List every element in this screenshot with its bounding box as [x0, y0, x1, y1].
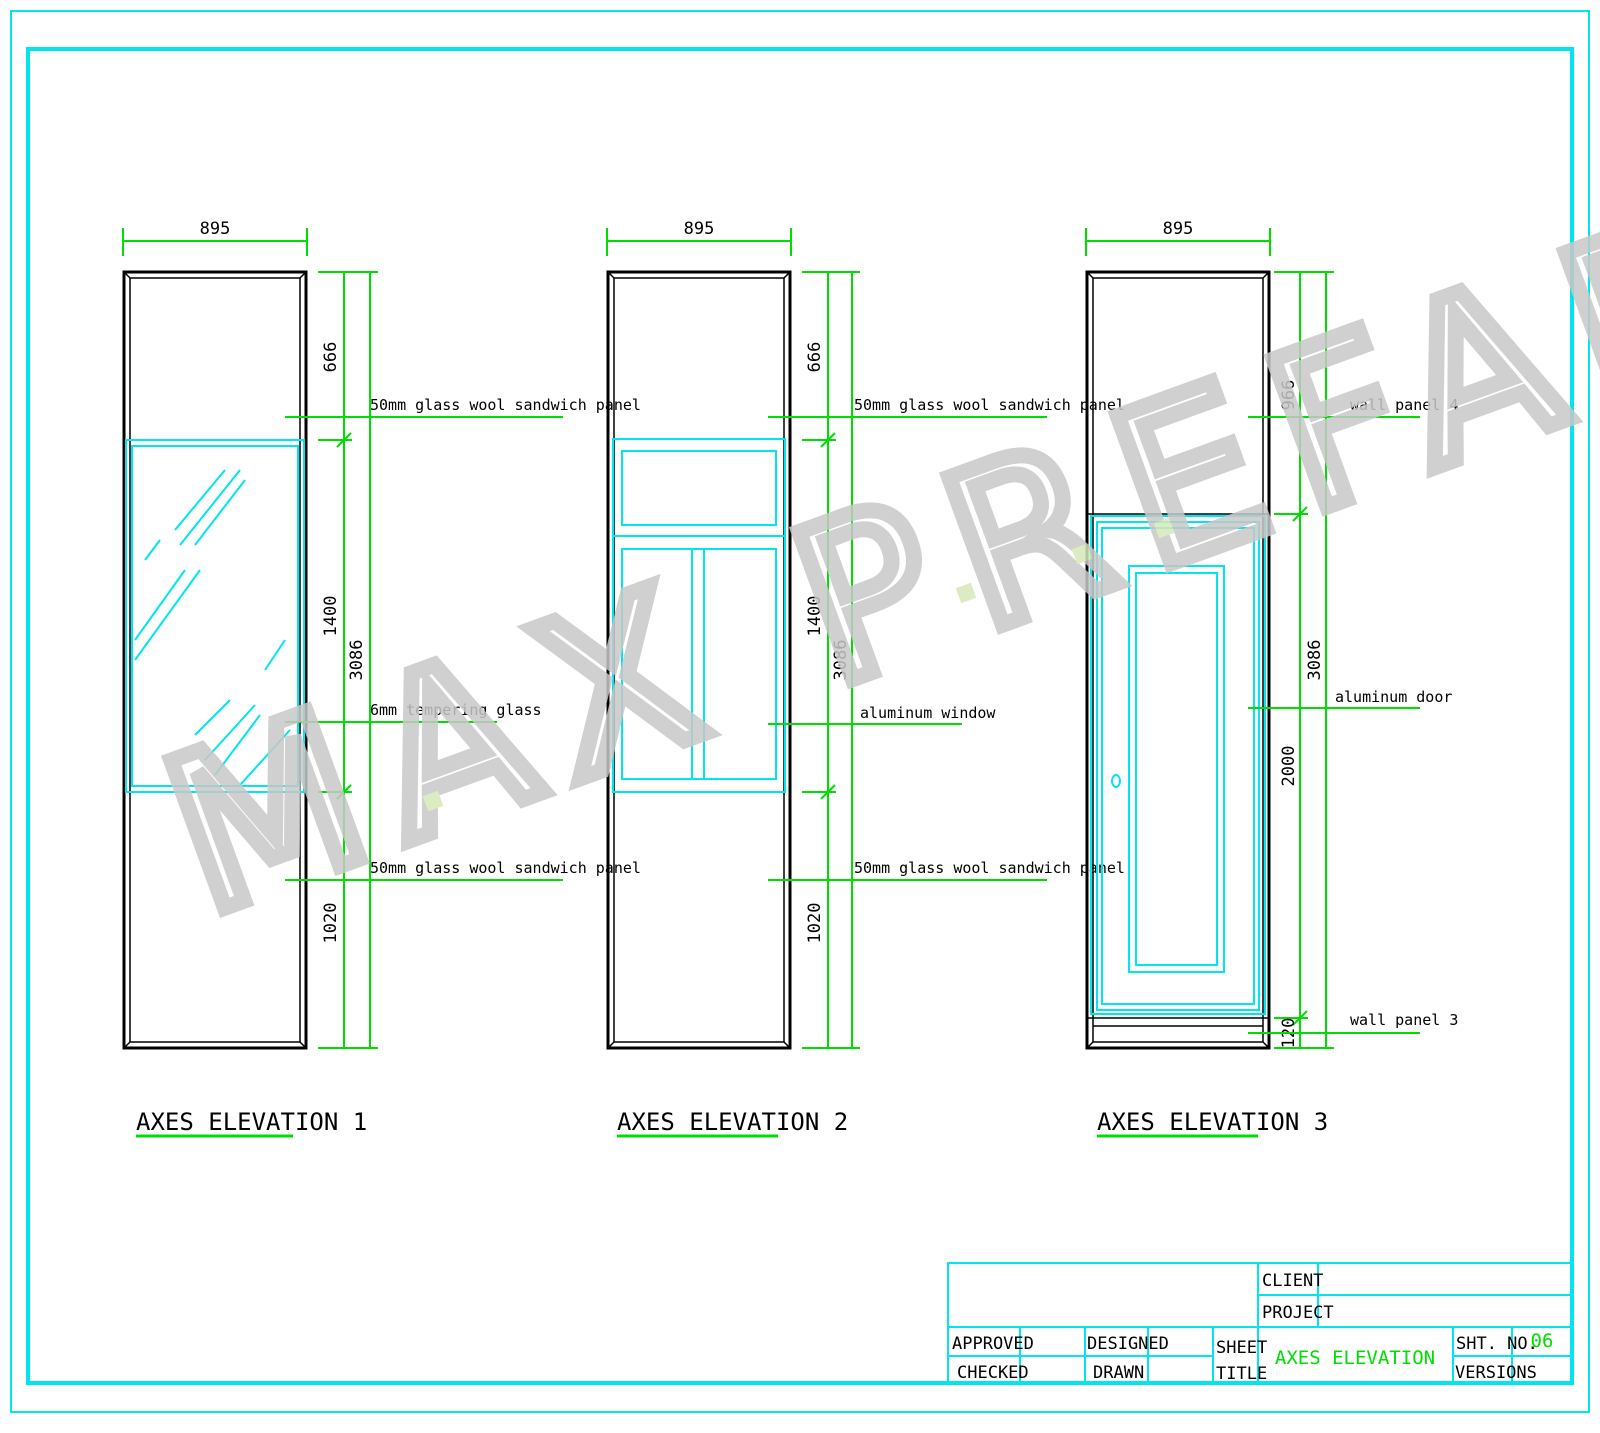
designed-label: DESIGNED [1087, 1334, 1169, 1354]
elevation-3: 895 966 2000 [1085, 219, 1458, 1138]
callout-middle: aluminum door [1335, 688, 1452, 706]
versions-label: VERSIONS [1455, 1363, 1537, 1383]
elevation-1: 895 [122, 219, 641, 1138]
sheet-label: SHEET [1216, 1338, 1267, 1358]
total-dim: 3086 [1305, 640, 1325, 681]
total-dim: 3086 [831, 640, 851, 681]
sht-no-value: 06 [1531, 1330, 1554, 1352]
callout-middle: 6mm tempering glass [370, 701, 542, 719]
section-dim-middle: 1400 [321, 596, 341, 637]
approved-label: APPROVED [952, 1334, 1034, 1354]
width-dim: 895 [200, 219, 231, 239]
sheet-title: AXES ELEVATION [1275, 1347, 1435, 1369]
section-dim-middle: 2000 [1279, 746, 1299, 787]
callout-bottom: wall panel 3 [1350, 1011, 1458, 1029]
project-label: PROJECT [1262, 1303, 1334, 1323]
glass-panel [125, 439, 305, 793]
callout-top: 50mm glass wool sandwich panel [370, 396, 641, 414]
callout-bottom: 50mm glass wool sandwich panel [370, 859, 641, 877]
section-dim-top: 666 [805, 342, 825, 373]
callout-bottom: 50mm glass wool sandwich panel [854, 859, 1125, 877]
checked-label: CHECKED [957, 1363, 1029, 1383]
section-dim-middle: 1400 [805, 596, 825, 637]
inner-border [26, 47, 1574, 1385]
elevation-title: AXES ELEVATION 2 [617, 1108, 848, 1136]
width-dim: 895 [684, 219, 715, 239]
section-dim-bottom: 1020 [321, 903, 341, 944]
elevation-2: 895 666 1400 1020 3086 [606, 219, 1125, 1138]
door-frame [1090, 515, 1266, 1015]
section-dim-bottom: 1020 [805, 903, 825, 944]
callout-middle: aluminum window [860, 704, 996, 722]
callout-top: 50mm glass wool sandwich panel [854, 396, 1125, 414]
client-label: CLIENT [1262, 1271, 1323, 1291]
title-label: TITLE [1216, 1364, 1267, 1384]
section-dim-top: 966 [1279, 380, 1299, 411]
width-dim: 895 [1163, 219, 1194, 239]
total-dim: 3086 [347, 640, 367, 681]
elevation-title: AXES ELEVATION 1 [136, 1108, 367, 1136]
drawn-label: DRAWN [1093, 1363, 1144, 1383]
sht-no-label: SHT. NO. [1456, 1334, 1538, 1354]
title-block: CLIENT PROJECT APPROVED CHECKED DESIGNED… [947, 1262, 1573, 1384]
watermark-text: MAX PREFAB [137, 159, 1600, 963]
callout-top: wall panel 4 [1350, 396, 1458, 414]
window-frame [612, 438, 786, 793]
watermark: MAX PREFAB [129, 151, 1600, 971]
outer-border [10, 10, 1590, 1413]
elevation-title: AXES ELEVATION 3 [1097, 1108, 1328, 1136]
door-handle [1111, 774, 1121, 788]
section-dim-top: 666 [321, 342, 341, 373]
